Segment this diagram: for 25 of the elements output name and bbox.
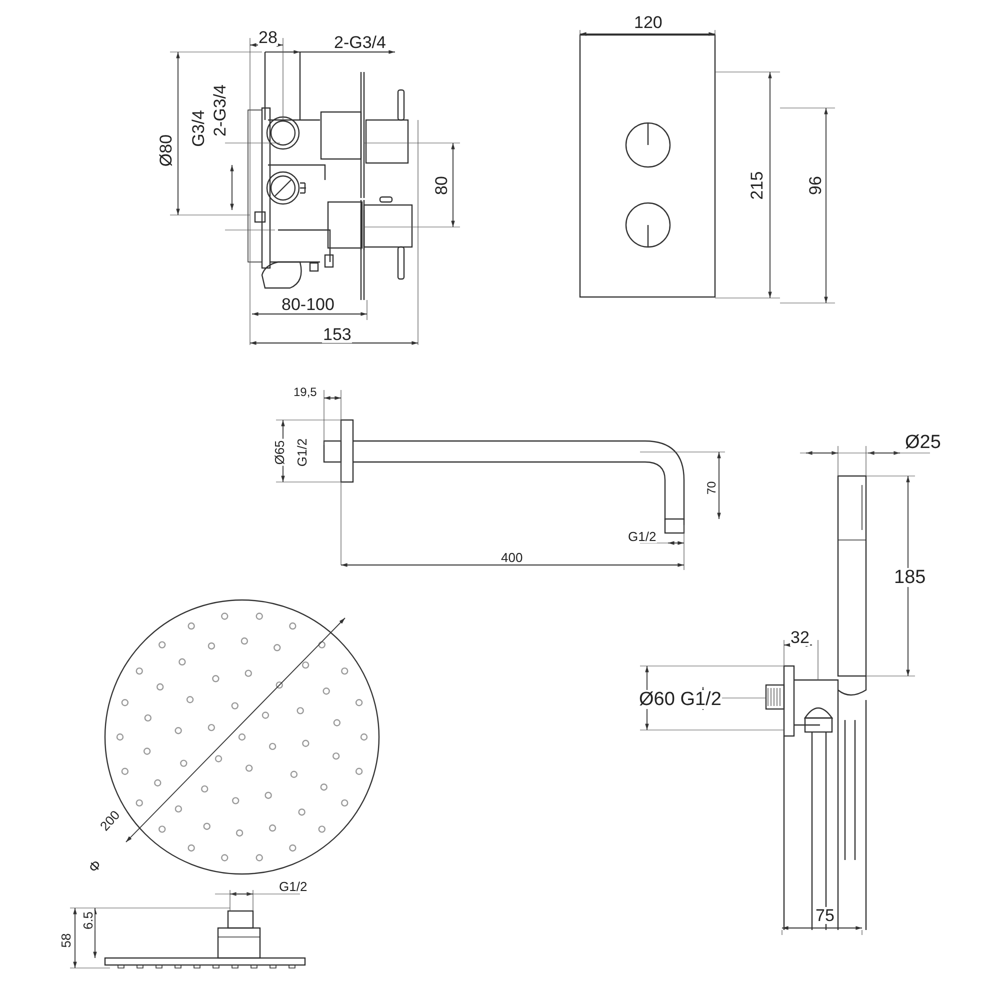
thread-size-label: G1/2 xyxy=(278,880,308,892)
dimension-label: 80-100 xyxy=(280,296,336,312)
dimension-label: 6.5 xyxy=(82,910,95,930)
dimension-label: 80 xyxy=(432,174,450,196)
dimension-label: Ø80 xyxy=(158,132,175,168)
dimension-label: 70 xyxy=(705,480,718,496)
dimension-label: 153 xyxy=(322,326,352,342)
dimension-label: 96 xyxy=(806,174,824,196)
dimension-label: 215 xyxy=(748,170,766,200)
thread-size-label: G3/4 xyxy=(189,108,206,148)
dimension-label: 185 xyxy=(893,568,927,586)
thread-size-label: 2-G3/4 xyxy=(333,34,387,50)
thread-size-label: G1/2 xyxy=(296,436,309,468)
dimension-label: 120 xyxy=(633,14,664,30)
dimension-label: Ø60 G1/2 xyxy=(638,690,722,708)
dimension-label: 75 xyxy=(814,906,836,924)
dimension-label: 19,5 xyxy=(292,386,318,398)
dimension-label: 58 xyxy=(60,932,73,948)
dimension-label: Ø25 xyxy=(904,432,942,452)
dimension-label: Ø65 xyxy=(272,438,286,466)
dimension-label: 400 xyxy=(500,550,524,564)
dimension-label: 32 xyxy=(790,628,810,646)
thread-size-label: G1/2 xyxy=(627,530,658,542)
dimension-label: 28 xyxy=(258,28,278,46)
thread-size-label: 2-G3/4 xyxy=(212,83,228,137)
